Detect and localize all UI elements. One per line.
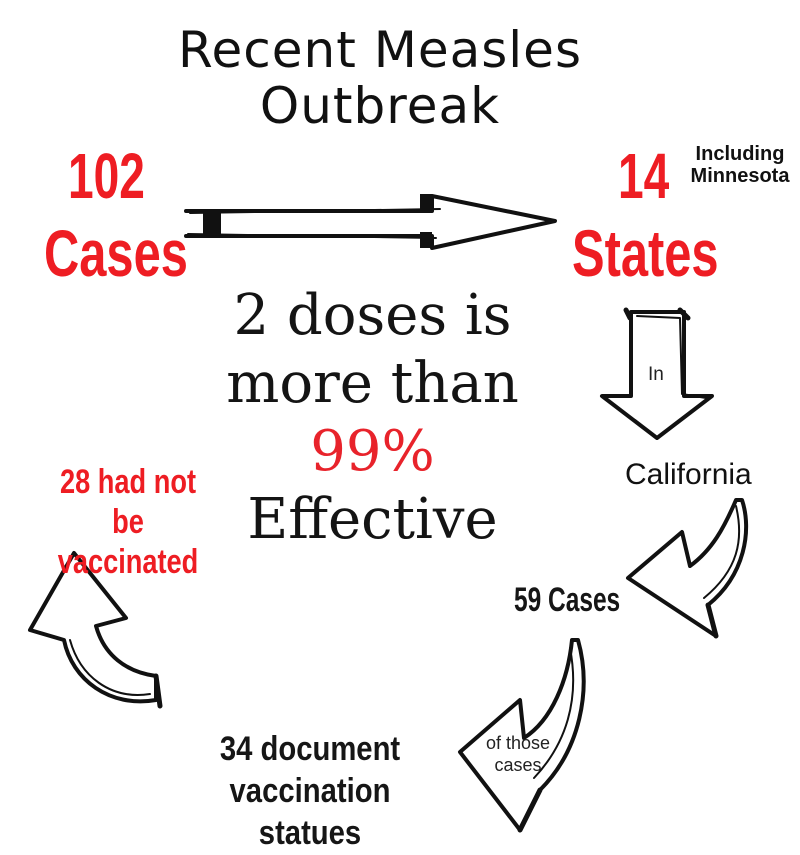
center-line-1: 2 doses is	[233, 283, 512, 348]
in-label: In	[648, 364, 664, 385]
not-vaccinated-line-2: vaccinated	[57, 543, 199, 581]
center-line-3: Effective	[247, 487, 498, 552]
center-message: 2 doses is more than 99% Effective	[200, 282, 545, 554]
center-line-2: more than	[226, 351, 519, 416]
states-label: States	[572, 216, 719, 290]
down-arrow-icon	[600, 307, 714, 440]
including-line-1: Including	[695, 143, 785, 165]
of-those-cases-label: of those cases	[472, 732, 564, 776]
right-arrow-icon	[184, 194, 557, 250]
curved-arrow-icon	[626, 498, 749, 639]
california-label: California	[625, 458, 752, 491]
including-line-2: Minnesota	[690, 165, 790, 187]
effectiveness-percent: 99%	[310, 419, 435, 484]
including-note: Including Minnesota	[680, 143, 800, 187]
states-count: 14	[618, 140, 670, 212]
california-cases-label: 59 Cases	[514, 581, 621, 619]
cases-label: Cases	[44, 216, 188, 290]
title-line-2: Outbreak	[259, 77, 501, 135]
of-those-line-2: cases	[494, 755, 542, 775]
of-those-line-1: of those	[485, 733, 551, 753]
not-vaccinated-line-1: 28 had not be	[59, 463, 197, 541]
documented-line-1: 34 document vaccination	[219, 730, 401, 810]
documented-line-2: statues	[258, 814, 362, 852]
title-line-1: Recent Measles	[178, 21, 582, 79]
page-title: Recent Measles Outbreak	[100, 22, 660, 134]
curved-up-arrow-icon	[28, 551, 163, 709]
cases-count: 102	[68, 140, 145, 212]
documented-vaccination-label: 34 document vaccination statues	[181, 728, 439, 854]
not-vaccinated-label: 28 had not be vaccinated	[48, 462, 208, 582]
curved-arrow-icon	[458, 638, 586, 833]
